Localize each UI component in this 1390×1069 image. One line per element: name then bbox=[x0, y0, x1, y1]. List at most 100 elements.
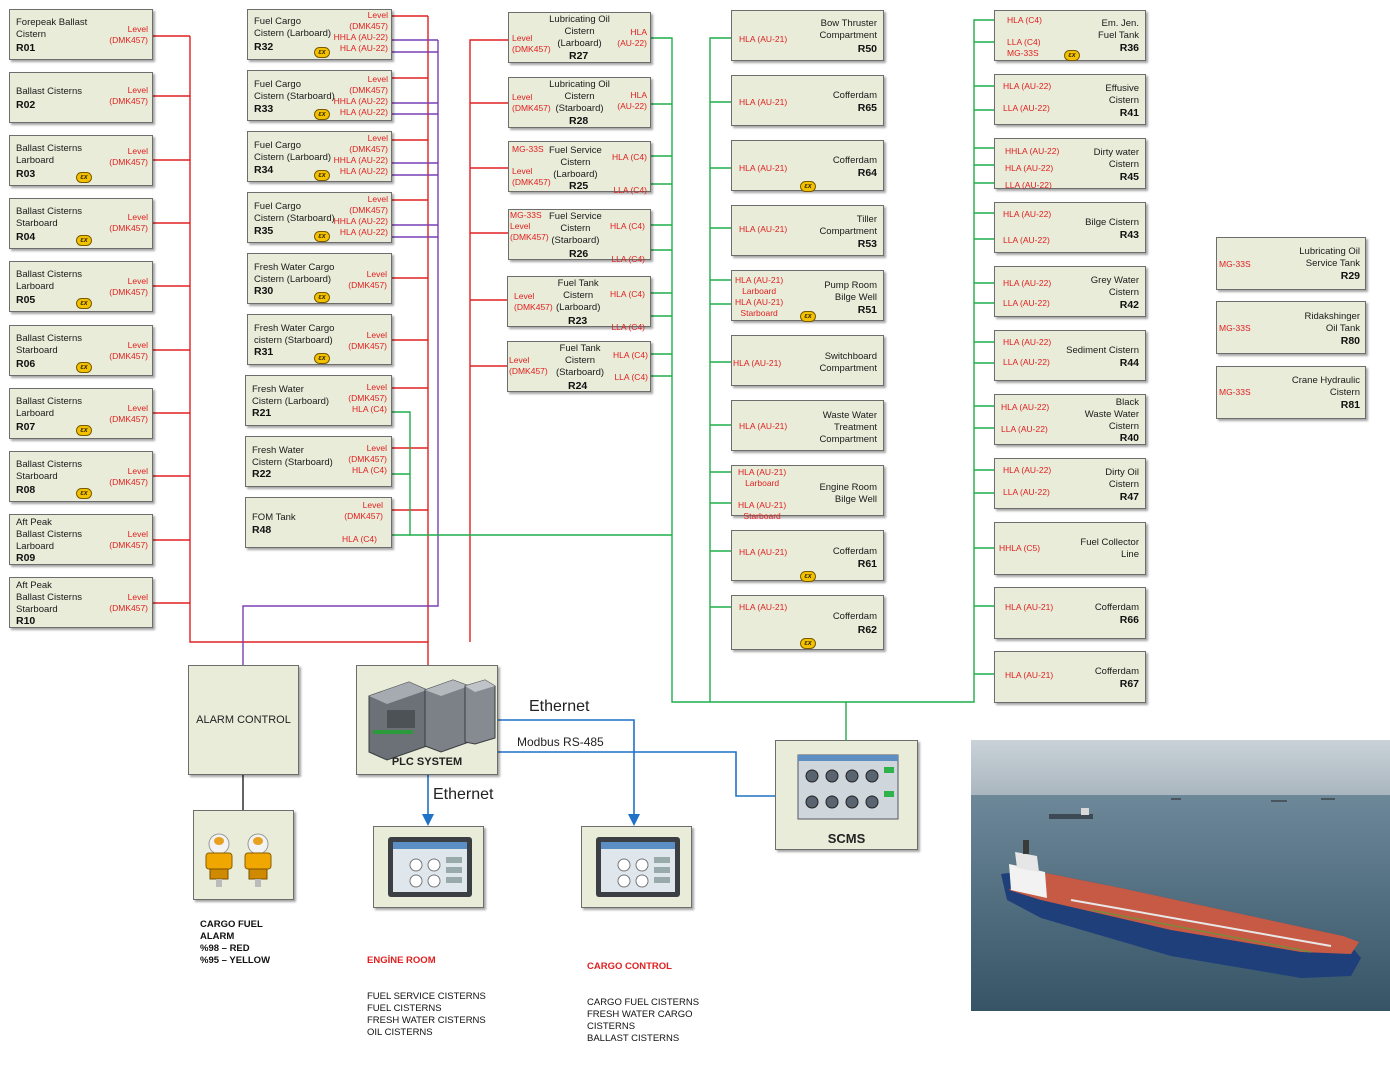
tank-name: Waste Water Treatment Compartment bbox=[819, 410, 877, 445]
tank-r32[interactable]: Fuel Cargo Cistern (Larboard) R32 Level … bbox=[247, 9, 392, 60]
tank-r29[interactable]: Lubricating Oil Service Tank R29 MG-33S bbox=[1216, 237, 1366, 290]
scms-box[interactable]: SCMS bbox=[775, 740, 918, 850]
tank-name: Fresh Water Cistern (Larboard) bbox=[252, 384, 330, 407]
tank-r81[interactable]: Crane Hydraulic Cistern R81 MG-33S bbox=[1216, 366, 1366, 419]
tank-r44[interactable]: Sediment Cistern R44 HLA (AU-22) LLA (AU… bbox=[994, 330, 1146, 381]
tank-r09[interactable]: Aft Peak Ballast Cisterns Larboard R09 L… bbox=[9, 514, 153, 565]
engine-room-items: FUEL SERVICE CISTERNS FUEL CISTERNS FRES… bbox=[367, 991, 486, 1038]
ethernet-label-bottom: Ethernet bbox=[433, 786, 494, 803]
tank-r08[interactable]: Ballast Cisterns Starboard R08 Level (DM… bbox=[9, 451, 153, 502]
tank-r22[interactable]: Fresh Water Cistern (Starboard) R22 Leve… bbox=[245, 436, 392, 487]
tank-name: Fuel Service Cistern (Starboard) bbox=[549, 211, 602, 246]
tank-signal: HLA (AU-21) bbox=[739, 547, 788, 557]
tank-r64[interactable]: Cofferdam R64 HLA (AU-21) εx bbox=[731, 140, 884, 192]
tank-name: Black Waste Water Cistern bbox=[1084, 397, 1139, 432]
alarm-lamps-box[interactable] bbox=[193, 810, 294, 900]
tank-name: Fuel Cargo Cistern (Starboard) bbox=[254, 79, 335, 102]
tank-r66[interactable]: Cofferdam R66 HLA (AU-21) bbox=[994, 587, 1146, 639]
tank-r35[interactable]: Fuel Cargo Cistern (Starboard) R35 Level… bbox=[247, 192, 392, 243]
tank-r07[interactable]: Ballast Cisterns Larboard R07 Level (DMK… bbox=[9, 388, 153, 439]
tank-name: Fresh Water Cargo Cistern (Larboard) bbox=[254, 262, 335, 285]
tank-r05[interactable]: Ballast Cisterns Larboard R05 Level (DMK… bbox=[9, 261, 153, 312]
alarm-caption: CARGO FUEL ALARM %98 – RED %95 – YELLOW bbox=[200, 919, 271, 966]
tank-code: R50 bbox=[857, 43, 877, 55]
tank-code: R47 bbox=[1119, 491, 1139, 503]
tank-r28[interactable]: Lubricating Oil Cistern (Starboard) R28 … bbox=[508, 77, 651, 128]
tank-signal: MG-33S bbox=[1219, 387, 1251, 397]
tank-r34[interactable]: Fuel Cargo Cistern (Larboard) R34 Level … bbox=[247, 131, 392, 182]
explosion-proof-icon: εx bbox=[800, 181, 816, 192]
tank-r02[interactable]: Ballast Cisterns R02 Level (DMK457) bbox=[9, 72, 153, 123]
alarm-beacon-icon bbox=[205, 833, 272, 887]
tank-r47[interactable]: Dirty Oil Cistern R47 HLA (AU-22) LLA (A… bbox=[994, 458, 1146, 509]
tank-r23[interactable]: Fuel Tank Cistern (Larboard) R23 Level (… bbox=[507, 276, 651, 332]
tank-switchboard[interactable]: Switchboard Compartment HLA (AU-21) bbox=[731, 335, 884, 386]
tank-r30[interactable]: Fresh Water Cargo Cistern (Larboard) R30… bbox=[247, 253, 392, 304]
tank-fuel-collector-line[interactable]: Fuel Collector Line HHLA (C5) bbox=[994, 522, 1146, 575]
tank-r31[interactable]: Fresh Water Cargo cistern (Starboard) R3… bbox=[247, 314, 392, 365]
tank-code: R06 bbox=[16, 358, 36, 370]
explosion-proof-icon: εx bbox=[76, 172, 92, 183]
cargo-control-hmi-box[interactable] bbox=[581, 826, 692, 908]
tank-signal: Level (DMK457) bbox=[109, 340, 148, 361]
tank-r36[interactable]: Em. Jen. Fuel Tank R36 HLA (C4) LLA (C4)… bbox=[994, 10, 1146, 61]
tank-name: Fuel Cargo Cistern (Larboard) bbox=[254, 140, 332, 163]
tank-signal: Level (DMK457) bbox=[344, 500, 383, 521]
tank-code: R34 bbox=[254, 164, 274, 176]
engine-room-hmi-box[interactable] bbox=[373, 826, 484, 908]
tank-signal-hla: HLA (C4) LLA (C4) bbox=[610, 221, 645, 264]
tank-name: Effusive Cistern bbox=[1105, 83, 1139, 106]
tank-signal: Level (DMK457) bbox=[109, 24, 148, 45]
tank-engine-room-bilge[interactable]: Engine Room Bilge Well HLA (AU-21) Larbo… bbox=[731, 465, 884, 521]
tank-r61[interactable]: Cofferdam R61 HLA (AU-21) εx bbox=[731, 530, 884, 582]
tank-r65[interactable]: Cofferdam R65 HLA (AU-21) bbox=[731, 75, 884, 126]
tank-r40[interactable]: Black Waste Water Cistern R40 HLA (AU-22… bbox=[994, 394, 1146, 445]
tank-r24[interactable]: Fuel Tank Cistern (Starboard) R24 Level … bbox=[507, 341, 651, 392]
tank-r01[interactable]: Forepeak Ballast Cistern R01 Level (DMK4… bbox=[9, 9, 153, 60]
tank-code: R24 bbox=[568, 380, 588, 392]
plc-system-box[interactable]: PLC SYSTEM bbox=[356, 665, 498, 775]
tank-name: Cofferdam bbox=[832, 90, 877, 101]
tank-code: R43 bbox=[1119, 229, 1139, 241]
tank-waste-water-treatment[interactable]: Waste Water Treatment Compartment HLA (A… bbox=[731, 400, 884, 451]
tank-r25[interactable]: Fuel Service Cistern (Larboard) R25 MG-3… bbox=[508, 141, 651, 195]
tank-name: Lubricating Oil Cistern (Starboard) bbox=[549, 79, 610, 114]
tank-r03[interactable]: Ballast Cisterns Larboard R03 Level (DMK… bbox=[9, 135, 153, 186]
tank-r42[interactable]: Grey Water Cistern R42 HLA (AU-22) LLA (… bbox=[994, 266, 1146, 317]
tank-signal: Level (DMK457) HHLA (AU-22) HLA (AU-22) bbox=[333, 10, 388, 53]
tank-r26[interactable]: Fuel Service Cistern (Starboard) R26 MG-… bbox=[508, 209, 651, 264]
tank-name: Fuel Cargo Cistern (Starboard) bbox=[254, 201, 335, 224]
tank-code: R30 bbox=[254, 285, 274, 297]
alarm-control-box[interactable]: ALARM CONTROL bbox=[188, 665, 299, 775]
tank-r53[interactable]: Tiller Compartment R53 HLA (AU-21) bbox=[731, 205, 884, 256]
explosion-proof-icon: εx bbox=[314, 109, 330, 120]
tank-name: Forepeak Ballast Cistern bbox=[16, 17, 88, 40]
explosion-proof-icon: εx bbox=[314, 47, 330, 58]
tank-name: Fuel Collector Line bbox=[1080, 537, 1139, 560]
tank-r10[interactable]: Aft Peak Ballast Cisterns Starboard R10 … bbox=[9, 577, 153, 628]
tank-code: R80 bbox=[1340, 335, 1360, 347]
tank-signal: Level (DMK457) HLA (C4) bbox=[348, 382, 387, 414]
tank-r21[interactable]: Fresh Water Cistern (Larboard) R21 Level… bbox=[245, 375, 392, 426]
tank-r67[interactable]: Cofferdam R67 HLA (AU-21) bbox=[994, 651, 1146, 703]
tank-signal: Level (DMK457) bbox=[109, 592, 148, 613]
explosion-proof-icon: εx bbox=[314, 170, 330, 181]
tank-r80[interactable]: Ridakshinger Oil Tank R80 MG-33S bbox=[1216, 301, 1366, 354]
tank-r41[interactable]: Effusive Cistern R41 HLA (AU-22) LLA (AU… bbox=[994, 74, 1146, 125]
tank-r48[interactable]: FOM Tank R48 Level (DMK457) HLA (C4) bbox=[245, 497, 392, 548]
explosion-proof-icon: εx bbox=[76, 298, 92, 309]
tank-r27[interactable]: Lubricating Oil Cistern (Larboard) R27 L… bbox=[508, 12, 651, 63]
tank-r50[interactable]: Bow Thruster Compartment R50 HLA (AU-21) bbox=[731, 10, 884, 61]
tank-r62[interactable]: Cofferdam R62 HLA (AU-21) εx bbox=[731, 595, 884, 650]
explosion-proof-icon: εx bbox=[314, 353, 330, 364]
tank-r45[interactable]: Dirty water Cistern R45 HHLA (AU-22) HLA… bbox=[994, 138, 1146, 190]
tank-code: R44 bbox=[1119, 357, 1139, 369]
tank-r06[interactable]: Ballast Cisterns Starboard R06 Level (DM… bbox=[9, 325, 153, 376]
tank-r43[interactable]: Bilge Cistern R43 HLA (AU-22) LLA (AU-22… bbox=[994, 202, 1146, 253]
explosion-proof-icon: εx bbox=[314, 231, 330, 242]
tank-signal-hla: HLA (AU-22) bbox=[617, 90, 647, 111]
tank-r51[interactable]: Pump Room Bilge Well R51 HLA (AU-21) Lar… bbox=[731, 270, 884, 322]
tank-r33[interactable]: Fuel Cargo Cistern (Starboard) R33 Level… bbox=[247, 70, 392, 121]
tank-code: R22 bbox=[252, 468, 272, 480]
tank-r04[interactable]: Ballast Cisterns Starboard R04 Level (DM… bbox=[9, 198, 153, 249]
